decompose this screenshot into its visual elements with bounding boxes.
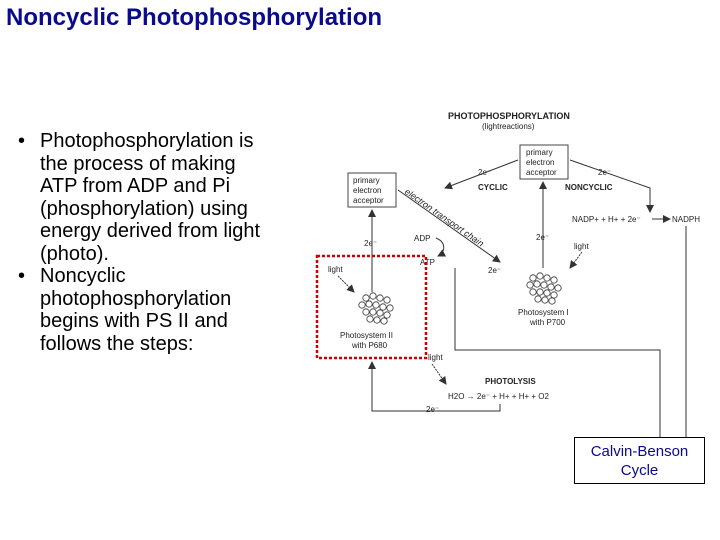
light-arrow-ps1 <box>569 251 583 269</box>
slide-title: Noncyclic Photophosphorylation <box>6 4 383 31</box>
calvin-benson-box: Calvin-Benson Cycle <box>574 437 705 484</box>
ps2-highlight-box <box>315 254 428 360</box>
nadp-equation: NADP+ + H+ + 2e⁻ <box>572 215 641 224</box>
light-arrow-photolysis <box>431 363 447 385</box>
nadph-label: NADPH <box>672 215 700 224</box>
electron-transport-arrow <box>397 189 501 263</box>
ps1-label: Photosystem I <box>518 308 569 317</box>
acceptor-left-line: acceptor <box>353 196 384 205</box>
primary-acceptor-left-box <box>347 172 397 208</box>
cyclic-label: CYCLIC <box>478 183 508 192</box>
adp-label: ADP <box>414 234 430 243</box>
acceptor-top-line: primary <box>526 148 553 157</box>
two-e-label: 2e⁻ <box>536 233 549 242</box>
ps1-cluster <box>526 272 562 305</box>
two-e-label: 2e⁻ <box>488 266 501 275</box>
bullet-list: Photophosphorylation is the process of m… <box>18 130 318 355</box>
noncyclic-label: NONCYCLIC <box>565 183 613 192</box>
bullet-text: Noncyclic photophosphorylation begins wi… <box>40 265 232 355</box>
diagram-heading: PHOTOPHOSPHORYLATION <box>448 111 570 121</box>
photolysis-label: PHOTOLYSIS <box>485 377 536 386</box>
two-e-label: 2e⁻ <box>364 239 377 248</box>
light-label-ps2: light <box>328 265 343 274</box>
ps2-label: with P680 <box>351 341 388 350</box>
atp-to-calvin-line <box>454 268 661 437</box>
ps2-label: Photosystem II <box>340 331 393 340</box>
primary-acceptor-top-box <box>519 144 569 180</box>
cyclic-arrow <box>444 159 519 190</box>
light-label-ps1: light <box>574 242 589 251</box>
electron-return-line <box>368 361 501 412</box>
bullet-text: Photophosphorylation is the process of m… <box>40 130 261 265</box>
bullet-item: Noncyclic photophosphorylation begins wi… <box>18 265 318 355</box>
diagram-subheading: (lightreactions) <box>482 122 535 131</box>
acceptor-top-line: electron <box>526 158 554 167</box>
acceptor-left-line: electron <box>353 186 381 195</box>
light-arrow-ps2 <box>337 275 355 293</box>
ps1-label: with P700 <box>529 318 566 327</box>
two-e-label: 2e⁻ <box>426 405 439 414</box>
acceptor-left-line: primary <box>353 176 380 185</box>
ps2-cluster <box>358 292 394 325</box>
adp-atp-arrow <box>435 237 447 257</box>
light-label-photolysis: light <box>428 353 443 362</box>
atp-label: ATP <box>420 258 435 267</box>
bullet-item: Photophosphorylation is the process of m… <box>18 130 318 265</box>
noncyclic-arrow <box>569 159 654 213</box>
photolysis-equation: H2O → 2e⁻ + H+ + H+ + O2 <box>448 392 549 401</box>
acceptor-top-line: acceptor <box>526 168 557 177</box>
